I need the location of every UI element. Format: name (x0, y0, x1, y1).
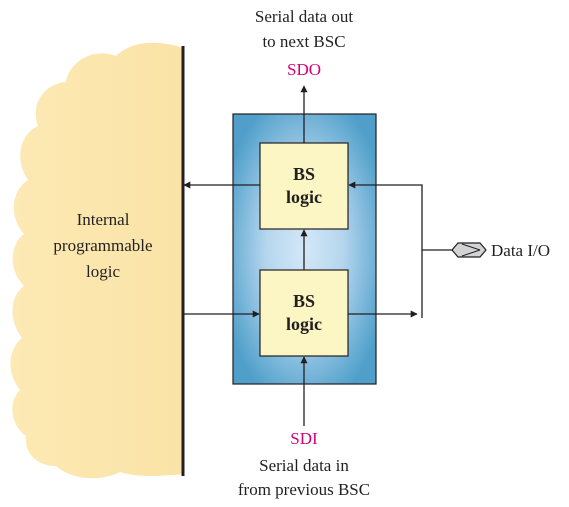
upper-block-line1: BS (293, 164, 315, 184)
upper-bs-logic-block (259, 142, 349, 230)
sdo-label: SDO (287, 60, 321, 79)
lower-block-line1: BS (293, 291, 315, 311)
internal-logic-line3: logic (86, 262, 120, 281)
internal-logic-cloud (10, 42, 183, 479)
bottom-label-line2: from previous BSC (238, 480, 370, 499)
lower-block-line2: logic (286, 314, 322, 334)
data-io-pin-line-2 (461, 249, 481, 257)
data-io-pin-line (461, 243, 481, 251)
top-label-line1: Serial data out (255, 7, 353, 26)
top-label-line2: to next BSC (262, 32, 345, 51)
internal-logic-line1: Internal (77, 210, 130, 229)
data-io-bus (412, 184, 423, 318)
data-io-pin-icon (451, 242, 487, 258)
bottom-label-line1: Serial data in (259, 456, 349, 475)
lower-bs-logic-block (259, 269, 349, 357)
upper-block-line2: logic (286, 187, 322, 207)
internal-logic-line2: programmable (53, 236, 152, 255)
sdi-label: SDI (290, 429, 318, 448)
data-io-label: Data I/O (491, 241, 550, 260)
